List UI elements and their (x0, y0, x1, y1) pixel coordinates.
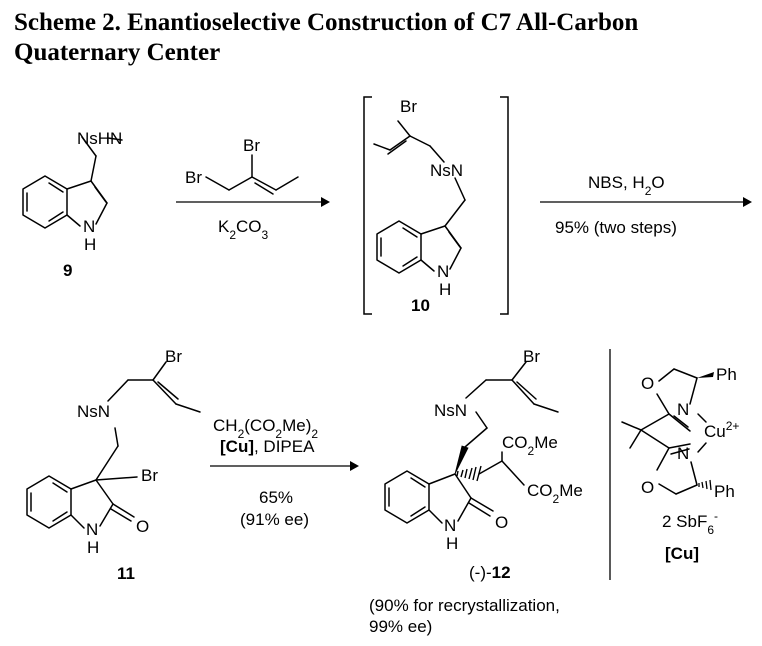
arrow-3-yield: 65% (259, 488, 293, 507)
atom-label-h: H (439, 280, 451, 299)
ester-label-top: CO2Me (502, 433, 558, 458)
reagent-dibromobutene-structure (205, 154, 299, 195)
atom-label-h: H (84, 235, 96, 254)
recrystallization-note-line1: (90% for recrystallization, (369, 596, 560, 615)
atom-label-ph: Ph (714, 482, 735, 501)
reaction-arrow-1 (176, 197, 330, 207)
compound-label-9: 9 (63, 261, 72, 280)
reaction-arrow-2 (540, 197, 752, 207)
arrow-1-reagent: K2CO3 (218, 217, 269, 242)
atom-label-nsn: NsN (77, 402, 110, 421)
compound-10-structure (373, 120, 466, 274)
catalyst-structure (621, 368, 714, 495)
catalyst-label: [Cu] (665, 544, 699, 563)
compound-12-structure (384, 361, 559, 524)
atom-label-o: O (136, 517, 149, 536)
atom-label-br: Br (185, 168, 202, 187)
compound-label-10: 10 (411, 296, 430, 315)
atom-label-n: N (83, 217, 95, 236)
atom-label-br: Br (523, 347, 540, 366)
atom-label-h: H (87, 538, 99, 557)
atom-label-nsn: NsN (430, 161, 463, 180)
scheme-title-line1: Scheme 2. Enantioselective Construction … (14, 9, 639, 36)
atom-label-br: Br (243, 136, 260, 155)
scheme-title-line2: Quaternary Center (14, 39, 221, 66)
compound-9-structure (22, 136, 123, 229)
arrow-3-reagent-line2: [Cu], DIPEA (220, 437, 315, 456)
compound-label-12: (-)-12 (469, 563, 511, 582)
atom-label-cu: Cu2+ (704, 419, 739, 441)
atom-label-n: N (677, 400, 689, 419)
arrow-3-ee: (91% ee) (240, 510, 309, 529)
atom-label-nshn: NsHN (77, 129, 122, 148)
reaction-arrow-3 (210, 461, 359, 471)
compound-label-11: 11 (117, 564, 135, 583)
atom-label-n: N (444, 516, 456, 535)
arrow-2-reagent: NBS, H2O (588, 173, 665, 198)
atom-label-o: O (641, 374, 654, 393)
atom-label-o: O (495, 513, 508, 532)
intermediate-brackets (363, 96, 509, 315)
atom-label-br: Br (141, 466, 158, 485)
atom-label-h: H (446, 534, 458, 553)
arrow-2-yield: 95% (two steps) (555, 218, 677, 237)
atom-label-o: O (641, 478, 654, 497)
arrow-3-reagent-line1: CH2(CO2Me)2 (213, 416, 318, 441)
atom-label-n: N (437, 262, 449, 281)
atom-label-n: N (677, 444, 689, 463)
scheme-title: Scheme 2. Enantioselective Construction … (14, 8, 754, 68)
atom-label-nsn: NsN (434, 401, 467, 420)
atom-label-br: Br (400, 97, 417, 116)
recrystallization-note-line2: 99% ee) (369, 617, 432, 636)
atom-label-ph: Ph (716, 365, 737, 384)
atom-label-n: N (86, 520, 98, 539)
compound-11-structure (26, 361, 201, 529)
ester-label-bottom: CO2Me (527, 481, 583, 506)
atom-label-br: Br (165, 347, 182, 366)
counterion-label: 2 SbF6- (662, 509, 718, 537)
